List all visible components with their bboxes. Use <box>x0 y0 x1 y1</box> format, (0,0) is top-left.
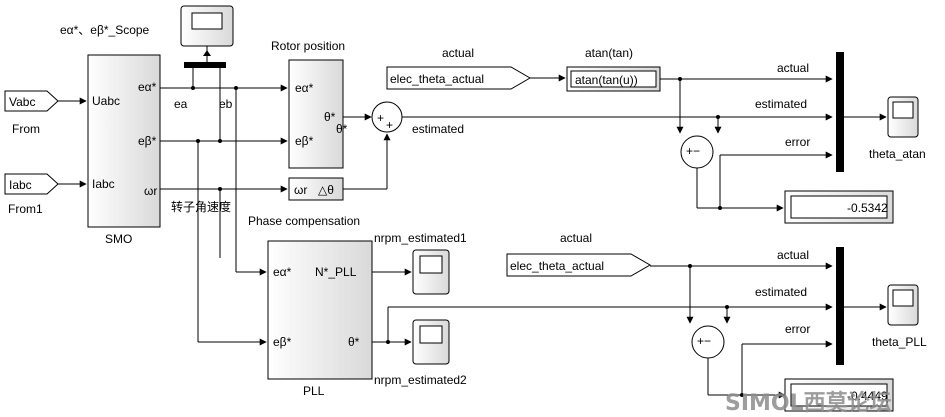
svg-text:Vabc: Vabc <box>9 95 35 109</box>
scope-nrpm-estimated2[interactable] <box>412 319 450 365</box>
display-top-value: -0.5342 <box>847 201 888 215</box>
smo-name: SMO <box>105 232 132 246</box>
scope-top-block[interactable] <box>180 5 234 58</box>
rotor-output-side-label: θ* <box>336 122 348 136</box>
mux-bottom-label-error: error <box>785 322 810 336</box>
goto-top-title: actual <box>442 46 474 60</box>
smo-input-iabc: Iabc <box>92 177 115 191</box>
scope-theta-atan-name: theta_atan <box>869 147 926 161</box>
phase-comp-out: △θ <box>318 183 334 197</box>
scope-theta-pll-name: theta_PLL <box>872 335 927 349</box>
signal-ea: ea <box>174 97 188 111</box>
display-bottom-value: -0.4449 <box>847 389 888 403</box>
svg-text:+: + <box>377 111 384 125</box>
rotor-input-ebeta: eβ* <box>295 134 314 148</box>
rotor-position-block[interactable]: eα* eβ* θ* <box>288 59 344 169</box>
goto-bottom-title: actual <box>560 231 592 245</box>
signal-eb: eb <box>219 97 233 111</box>
signal-speed: 转子角速度 <box>171 199 231 214</box>
bus-mux-bar[interactable] <box>184 62 226 68</box>
mux-bottom-label-actual: actual <box>777 248 809 262</box>
smo-output-wr: ωr <box>144 184 157 198</box>
smo-output-ealpha: eα* <box>138 80 157 94</box>
rotor-position-title: Rotor position <box>271 39 345 53</box>
watermark-logo: SIMOL西莫论坛 <box>725 390 892 416</box>
smo-block[interactable]: Uabc Iabc eα* eβ* ωr <box>87 54 161 228</box>
scope-nrpm-estimated1-name: nrpm_estimated1 <box>374 231 467 245</box>
pll-output-theta: θ* <box>348 335 360 349</box>
scope-nrpm-estimated2-name: nrpm_estimated2 <box>374 373 467 387</box>
signal-estimated: estimated <box>412 122 464 136</box>
atan-title: atan(tan) <box>585 46 633 60</box>
svg-text:elec_theta_actual: elec_theta_actual <box>390 72 484 86</box>
scope-top-title: eα*、eβ*_Scope <box>60 23 150 37</box>
atan-block[interactable]: atan(tan(u)) <box>566 66 661 92</box>
display-top[interactable]: -0.5342 <box>784 190 894 224</box>
pll-name: PLL <box>303 384 325 398</box>
display-bottom[interactable]: -0.4449 <box>784 378 894 412</box>
smo-output-ebeta: eβ* <box>138 134 157 148</box>
svg-text:atan(tan(u)): atan(tan(u)) <box>575 73 638 87</box>
pll-output-n: N*_PLL <box>315 265 357 279</box>
pll-input-ealpha: eα* <box>273 265 292 279</box>
subtract-block-top[interactable]: +− <box>680 135 714 169</box>
pll-input-ebeta: eβ* <box>273 335 292 349</box>
rotor-input-ealpha: eα* <box>295 81 314 95</box>
rotor-output-theta: θ* <box>324 110 336 124</box>
svg-text:elec_theta_actual: elec_theta_actual <box>510 259 604 273</box>
from-block-vabc[interactable]: Vabc <box>4 90 59 112</box>
svg-text:+: + <box>386 118 393 132</box>
from-block-iabc[interactable]: Iabc <box>4 173 59 195</box>
svg-text:+−: +− <box>686 144 700 158</box>
svg-text:Iabc: Iabc <box>9 178 32 192</box>
mux-top-label-error: error <box>785 135 810 149</box>
subtract-block-bottom[interactable]: +− <box>691 325 725 359</box>
pll-block[interactable]: eα* eβ* N*_PLL θ* <box>267 240 373 380</box>
goto-top-block[interactable]: elec_theta_actual <box>386 66 531 90</box>
scope-nrpm-estimated1[interactable] <box>412 249 450 295</box>
mux-top[interactable] <box>836 52 844 172</box>
phase-compensation-title: Phase compensation <box>248 214 360 228</box>
svg-text:+−: +− <box>697 334 711 348</box>
from-caption: From <box>12 122 40 136</box>
sum-block[interactable]: + + <box>371 101 403 133</box>
scope-theta-atan[interactable] <box>887 96 919 138</box>
phase-compensation-block[interactable]: ωr △θ <box>288 177 344 201</box>
mux-top-label-estimated: estimated <box>755 97 807 111</box>
mux-bottom-label-estimated: estimated <box>755 285 807 299</box>
mux-top-label-actual: actual <box>777 61 809 75</box>
scope-theta-pll[interactable] <box>887 284 919 326</box>
mux-bottom[interactable] <box>836 247 844 365</box>
goto-bottom-block[interactable]: elec_theta_actual <box>506 253 651 277</box>
smo-input-uabc: Uabc <box>92 94 120 108</box>
phase-comp-in: ωr <box>294 183 307 197</box>
from1-caption: From1 <box>8 202 43 216</box>
